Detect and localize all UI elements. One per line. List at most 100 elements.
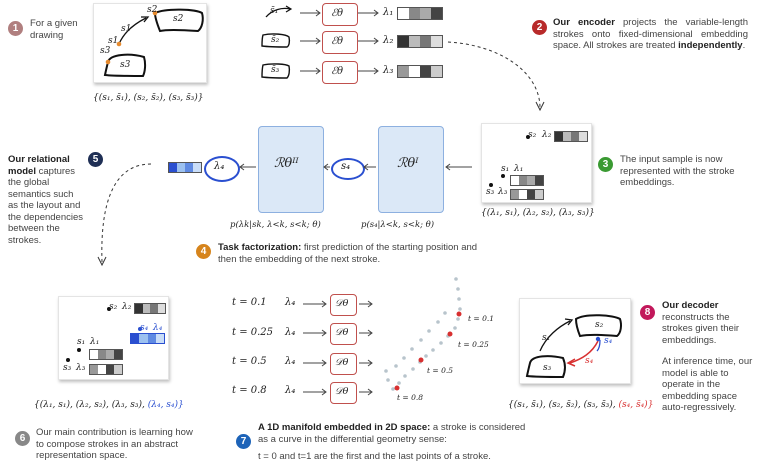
- relational-label-II: ℛθᴵᴵ: [274, 156, 299, 171]
- encoder-box-1: [322, 3, 358, 26]
- s1-label-6: s₁: [77, 337, 86, 347]
- curve-label-t05: t = 0.5: [427, 366, 453, 375]
- step-6-vector-4: [130, 333, 165, 344]
- s1-label: s₁: [501, 164, 510, 174]
- s2-label: s₂: [528, 130, 537, 140]
- t-label-3: t = 0.5: [232, 356, 267, 367]
- curve-label-t01: t = 0.1: [468, 314, 494, 323]
- relational-box-II: [258, 126, 324, 213]
- point-s3-6: [66, 358, 70, 362]
- step-7-body: a stroke is considered as a curve in the…: [258, 422, 526, 445]
- curve-label-t08: t = 0.8: [397, 393, 423, 402]
- s4-label-6: s₄: [140, 323, 149, 333]
- step-6-caption-blue: (λ₄, s₄)}: [147, 400, 184, 410]
- lambda-3: λ₃: [383, 65, 394, 76]
- embedding-vector-1: [397, 7, 443, 20]
- step-1-caption: {(s₁, s̄₁), (s₂, s̄₂), (s₃, s̄₃)}: [93, 93, 204, 103]
- decoder-label-1: 𝒟θ: [335, 298, 349, 309]
- lambda4-row-2: λ₄: [285, 327, 296, 338]
- encoder-box-2: [322, 31, 358, 54]
- step-6-vector-3: [89, 364, 123, 375]
- lambda3-label-6: λ₃: [76, 363, 86, 373]
- curve-label-t025: t = 0.25: [458, 340, 489, 349]
- step-3-text: The input sample is now represented with…: [620, 154, 735, 188]
- lambda4-label-6: λ₄: [153, 323, 163, 333]
- label-s2: s2: [173, 14, 184, 24]
- lambda2-label: λ₂: [542, 130, 552, 140]
- decoder-label-4: 𝒟θ: [335, 386, 349, 397]
- decoder-label-2: 𝒟θ: [335, 327, 349, 338]
- t-label-2: t = 0.25: [232, 327, 274, 338]
- step-3-badge: 3: [598, 157, 613, 172]
- step-8-drawing: [525, 314, 622, 379]
- step-7-bold: A 1D manifold embedded in 2D space:: [258, 422, 431, 433]
- step-6-vector-1: [89, 349, 123, 360]
- lambda-2: λ₂: [383, 35, 394, 46]
- lambda3-label: λ₃: [498, 187, 508, 197]
- decoder-box-3: [330, 353, 357, 375]
- lambda4-node: [204, 156, 240, 182]
- prob-I: p(s₄|λ<k, s<k; θ): [361, 220, 435, 230]
- step-5-bold: Our relational model: [8, 154, 70, 177]
- step-8-caption-black: {(s₁, s̄₁), (s₂, s̄₂), (s₃, s̄₃),: [508, 400, 616, 410]
- step-3-caption: {(λ₁, s₁), (λ₂, s₂), (λ₃, s₃)}: [481, 208, 595, 218]
- lambda4-vector: [168, 162, 202, 173]
- encoder-box-3: [322, 61, 358, 84]
- step-8-text-2: At inference time, our model is able to …: [662, 356, 753, 413]
- step-4-badge: 4: [196, 244, 211, 259]
- label-s1: s1: [108, 36, 119, 46]
- step-2-bold: Our encoder: [553, 17, 615, 28]
- encoder-label-3: ℰθ: [331, 66, 344, 77]
- step-5-body: captures the global semantics such as th…: [8, 165, 84, 246]
- step-2-text: Our encoder projects the variable-length…: [553, 17, 748, 52]
- step-2-bold-2: independently: [678, 40, 743, 51]
- step-3-vector-1: [510, 175, 544, 186]
- step-8-bold: Our decoder: [662, 300, 719, 311]
- lambda1-label-6: λ₁: [90, 337, 100, 347]
- point-s3: [489, 183, 493, 187]
- step-7-line2: t = 0 and t=1 are the first and the last…: [258, 451, 491, 462]
- lambda4-row-1: λ₄: [285, 297, 296, 308]
- step-3-vector-3: [510, 189, 544, 200]
- step-3-embedding-card: s₂ λ₂ s₁ λ₁ s₃ λ₃: [481, 123, 592, 203]
- step-8-text: Our decoder reconstructs the strokes giv…: [662, 300, 758, 346]
- point-s1: [501, 174, 505, 178]
- encoder-input-s1: s̄₁: [270, 6, 279, 16]
- relational-box-I: [378, 126, 444, 213]
- point-s2: [526, 135, 530, 139]
- step-1-drawing-card: s2 s2 s1 s1 s3 s3: [93, 3, 207, 83]
- point-s1-6: [77, 348, 81, 352]
- embedding-vector-3: [397, 65, 443, 78]
- step-8-caption: {(s₁, s̄₁), (s₂, s̄₂), (s₃, s̄₃), (s₄, s…: [508, 400, 653, 410]
- step-6-caption-black: {(λ₁, s₁), (λ₂, s₂), (λ₃, s₃),: [34, 400, 145, 410]
- step-4-body: first prediction of the starting positio…: [218, 242, 478, 265]
- encoder-input-s3: s̄₃: [271, 65, 280, 75]
- point-s2-6: [107, 307, 111, 311]
- lambda1-label: λ₁: [514, 164, 524, 174]
- lambda-1: λ₁: [383, 7, 394, 18]
- s2-label-6: s₂: [109, 302, 118, 312]
- step-4-bold: Task factorization:: [218, 242, 302, 253]
- label-s1-bar: s1: [121, 24, 132, 34]
- lambda4-row-3: λ₄: [285, 356, 296, 367]
- lambda4-node-label: λ₄: [214, 161, 225, 172]
- step-5-text: Our relational model captures the global…: [8, 154, 86, 246]
- step-4-text: Task factorization: first prediction of …: [218, 242, 498, 265]
- step-6-embedding-card: s₂ λ₂ s₄ λ₄ s₁ λ₁ s₃ λ₃: [58, 296, 169, 380]
- encoder-input-s2: s̄₂: [271, 35, 280, 45]
- label-s1-8: s₁: [542, 333, 551, 343]
- decoder-box-4: [330, 382, 357, 404]
- step-3-vector-2: [554, 131, 588, 142]
- s3-label: s₃: [486, 187, 495, 197]
- lambda4-row-4: λ₄: [285, 385, 296, 396]
- s4-node-label: s₄: [341, 161, 351, 172]
- step-2-body: projects the variable-length strokes ont…: [553, 17, 748, 51]
- step-7-badge: 7: [236, 434, 251, 449]
- t-label-4: t = 0.8: [232, 385, 267, 396]
- step-6-caption: {(λ₁, s₁), (λ₂, s₂), (λ₃, s₃), (λ₄, s₄)}: [34, 400, 184, 410]
- decoder-box-1: [330, 294, 357, 316]
- step-6-badge: 6: [15, 431, 30, 446]
- step-1-badge: 1: [8, 21, 23, 36]
- step-1-text: For a given drawing: [30, 18, 78, 41]
- label-s2-bar: s2: [147, 5, 158, 15]
